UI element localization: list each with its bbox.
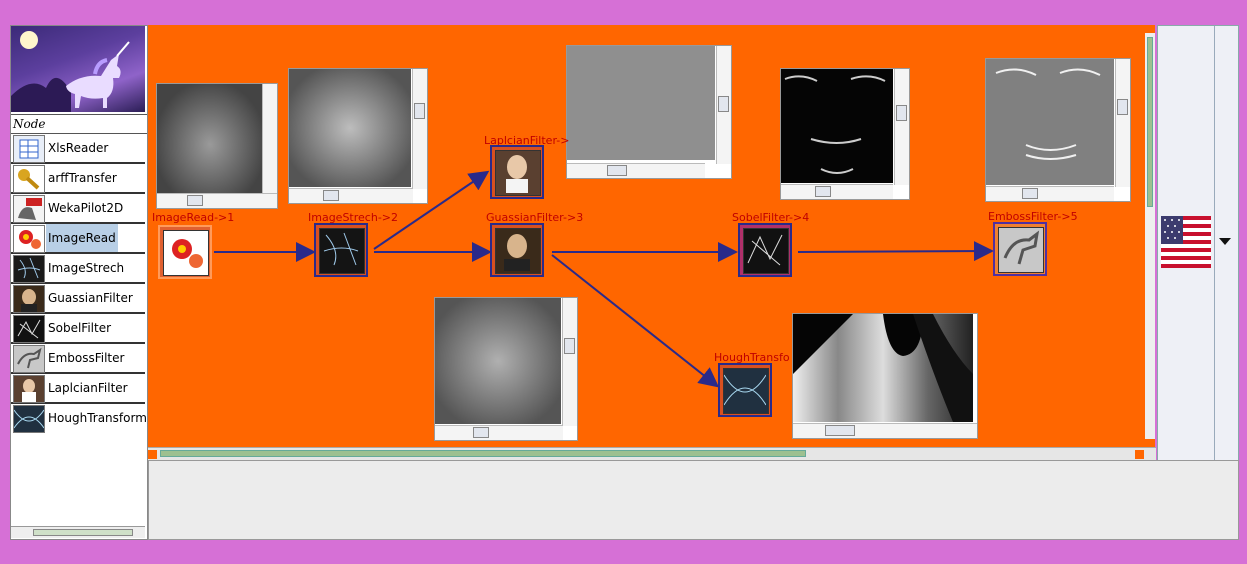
palette-item-label: LaplcianFilter: [48, 381, 128, 395]
node-laplcianfilter[interactable]: [490, 145, 544, 199]
node-palette: Node XlsReader arffTransfer WekaPilot2D …: [10, 25, 148, 540]
node-list-header: Node: [11, 114, 147, 134]
preview-laplcianfilter[interactable]: [566, 45, 732, 179]
language-selector[interactable]: [1157, 25, 1239, 461]
palette-item-label: ImageRead: [46, 224, 118, 252]
node-label: SobelFilter->4: [732, 211, 810, 224]
palette-item-houghtransform[interactable]: HoughTransform: [11, 404, 147, 433]
node-embossfilter[interactable]: [993, 222, 1047, 276]
hough-image-icon: [13, 405, 45, 433]
palette-item-imagestrech[interactable]: ImageStrech: [11, 254, 145, 284]
connection-edges: [214, 170, 994, 388]
edge-image-icon: [743, 228, 789, 274]
palette-item-guassianfilter[interactable]: GuassianFilter: [11, 284, 145, 314]
node-label: GuassianFilter->3: [486, 211, 584, 224]
node-label: LaplcianFilter->: [484, 134, 570, 147]
flower-image-icon: [13, 225, 45, 253]
preview-imageread[interactable]: [156, 83, 278, 209]
unicorn-logo: [11, 26, 145, 112]
palette-item-sobelfilter[interactable]: SobelFilter: [11, 314, 145, 344]
palette-item-label: GuassianFilter: [48, 291, 133, 305]
node-guassianfilter[interactable]: [490, 223, 544, 277]
laplace-portrait-icon: [495, 150, 541, 196]
palette-item-xlsreader[interactable]: XlsReader: [11, 134, 145, 164]
node-label: HoughTransfo: [714, 351, 790, 364]
node-imageread[interactable]: [158, 225, 212, 279]
us-flag-icon: [1161, 216, 1211, 268]
spreadsheet-icon: [13, 135, 45, 163]
key-icon: [13, 165, 45, 193]
palette-item-label: EmbossFilter: [48, 351, 125, 365]
preview-embossfilter[interactable]: [985, 58, 1131, 202]
palette-item-wekapilot2d[interactable]: WekaPilot2D: [11, 194, 145, 224]
node-imagestrech[interactable]: [314, 223, 368, 277]
palette-item-laplcianfilter[interactable]: LaplcianFilter: [11, 374, 145, 404]
lightning-image-icon: [13, 255, 45, 283]
palette-item-arfftransfer[interactable]: arffTransfer: [11, 164, 145, 194]
palette-item-embossfilter[interactable]: EmbossFilter: [11, 344, 145, 374]
lightning-image-icon: [319, 228, 365, 274]
palette-item-imageread[interactable]: ImageRead: [11, 224, 145, 254]
emboss-horse-icon: [13, 345, 45, 373]
flower-image-icon: [163, 230, 209, 276]
palette-item-label: ImageStrech: [48, 261, 125, 275]
palette-item-label: SobelFilter: [48, 321, 112, 335]
chevron-down-icon[interactable]: [1219, 238, 1231, 246]
palette-item-label: XlsReader: [48, 141, 109, 155]
gauss-portrait-icon: [13, 285, 45, 313]
weka-bird-icon: [13, 195, 45, 223]
canvas-vertical-scrollbar[interactable]: [1145, 25, 1155, 447]
preview-guassianfilter[interactable]: [434, 297, 578, 441]
palette-horizontal-scrollbar[interactable]: [11, 526, 145, 538]
emboss-horse-icon: [998, 227, 1044, 273]
canvas-horizontal-scrollbar[interactable]: [148, 447, 1156, 460]
node-label: ImageRead->1: [152, 211, 235, 224]
output-panel: [148, 460, 1239, 540]
node-sobelfilter[interactable]: [738, 223, 792, 277]
gauss-portrait-icon: [495, 228, 541, 274]
preview-imagestrech[interactable]: [288, 68, 428, 204]
node-label: ImageStrech->2: [308, 211, 398, 224]
laplace-portrait-icon: [13, 375, 45, 403]
node-houghtransform[interactable]: [718, 363, 772, 417]
preview-houghtransform[interactable]: [792, 313, 978, 439]
node-label: EmbossFilter->5: [988, 210, 1078, 223]
workflow-canvas[interactable]: ImageRead->1 ImageStrech->2 LaplcianFilt…: [148, 25, 1145, 447]
palette-item-label: WekaPilot2D: [48, 201, 124, 215]
hough-image-icon: [723, 368, 769, 414]
palette-item-label: HoughTransform: [48, 411, 147, 425]
edge-image-icon: [13, 315, 45, 343]
palette-item-label: arffTransfer: [48, 171, 117, 185]
preview-sobelfilter[interactable]: [780, 68, 910, 200]
